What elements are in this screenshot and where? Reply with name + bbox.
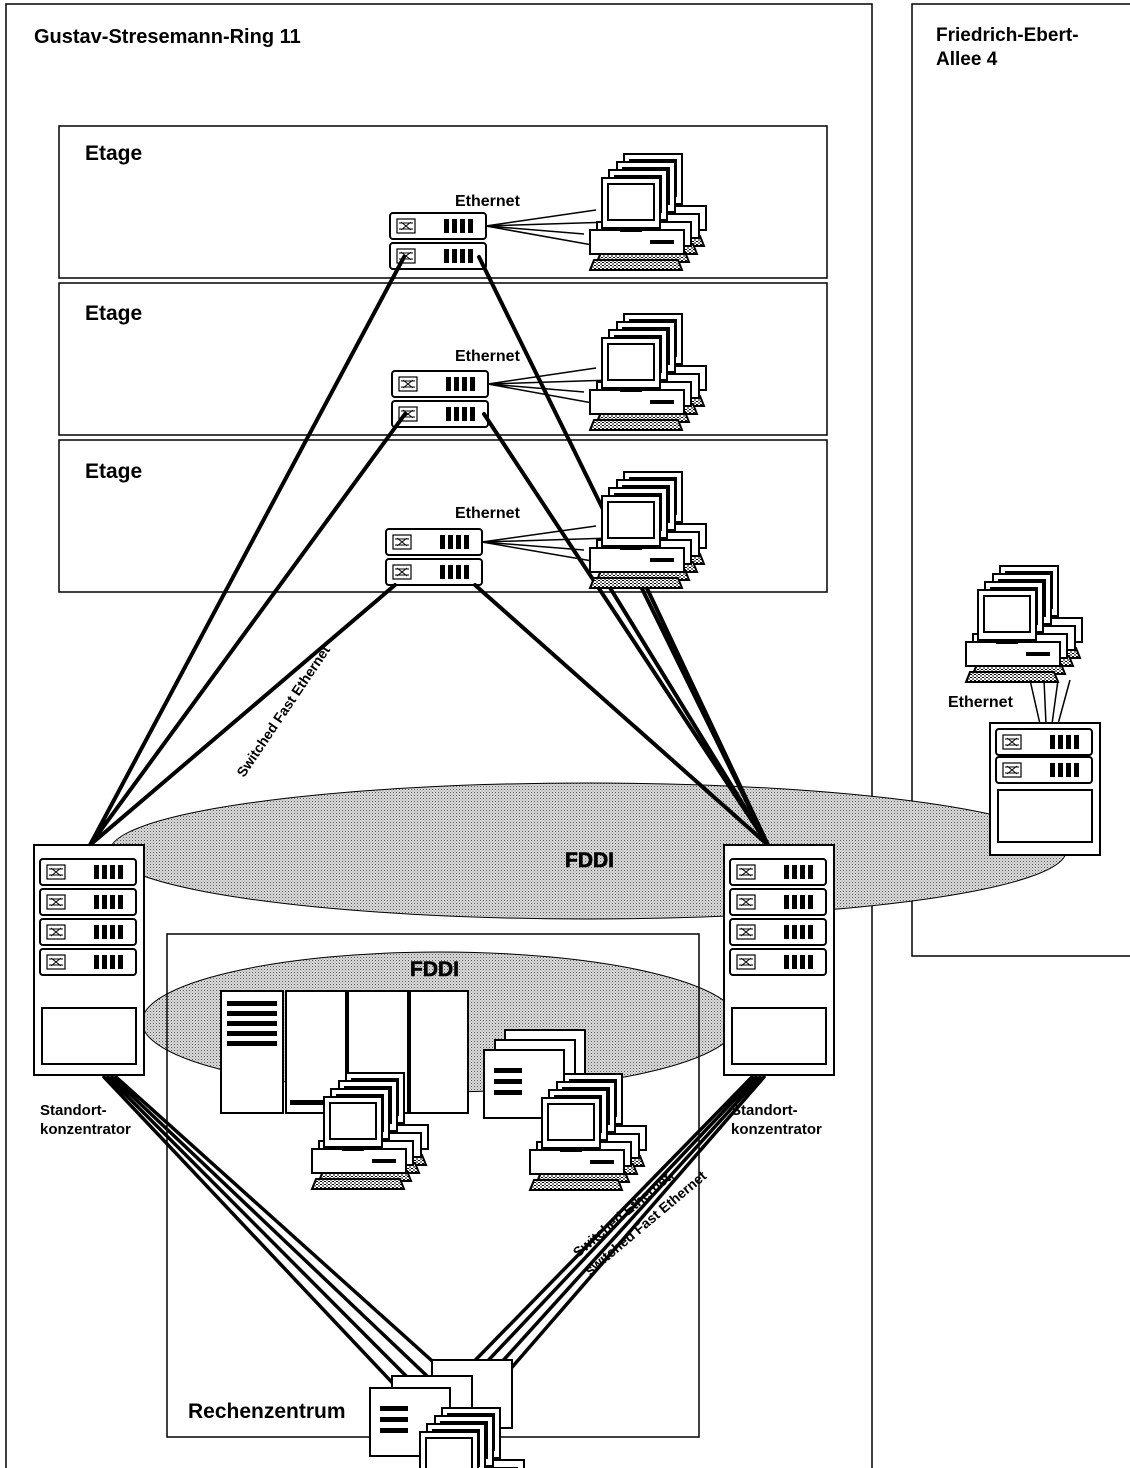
floor-label-1: Etage — [85, 142, 142, 165]
concentrator-left-line2: konzentrator — [40, 1121, 131, 1138]
datacenter-central-workstations — [370, 1360, 524, 1468]
annex-switch — [990, 723, 1100, 855]
floor-label-3: Etage — [85, 460, 142, 483]
datacenter-label: Rechenzentrum — [188, 1400, 346, 1423]
floor-network-1: Ethernet — [455, 193, 521, 210]
floor-network-2: Ethernet — [455, 348, 521, 365]
concentrator-left-line1: Standort- — [40, 1102, 107, 1119]
concentrator-right-line2: konzentrator — [731, 1121, 822, 1138]
fddi-ring-label: FDDI — [565, 849, 614, 872]
fddi-inner-ring-label: FDDI — [410, 958, 459, 981]
annex-building-title-line1: Friedrich-Ebert- — [936, 25, 1079, 46]
main-building-title: Gustav-Stresemann-Ring 11 — [34, 26, 301, 48]
site-concentrator-right — [724, 845, 834, 1075]
site-concentrator-left — [34, 845, 144, 1075]
floor-network-3: Ethernet — [455, 505, 521, 522]
annex-network-label: Ethernet — [948, 694, 1014, 711]
floor-label-2: Etage — [85, 302, 142, 325]
annex-building-title-line2: Allee 4 — [936, 49, 998, 70]
